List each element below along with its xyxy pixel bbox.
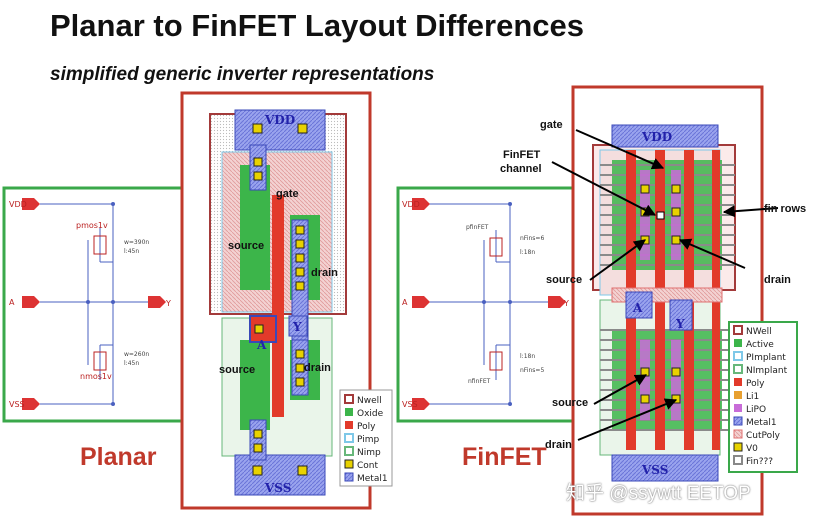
finfet-source-bottom-label: source: [552, 397, 588, 409]
planar-schematic: VDD A VSS Y pmos1v w=390n l:45n nmos1v w…: [2, 186, 196, 423]
page-subtitle: simplified generic inverter representati…: [50, 64, 435, 85]
finfet-legend-1: Active: [746, 340, 774, 350]
finfet-sch-pmos-fins: nFins=6: [520, 235, 544, 242]
page-title: Planar to FinFET Layout Differences: [50, 8, 584, 43]
finfet-legend-0: NWell: [746, 327, 772, 337]
finfet-big-label: FinFET: [462, 443, 547, 471]
finfet-sch-vss: VSS: [402, 400, 418, 409]
planar-layout-vss: VSS: [264, 481, 291, 495]
planar-legend-0: Nwell: [357, 396, 382, 406]
finfet-annotations: [551, 129, 779, 441]
finfet-legend-4: Poly: [746, 379, 765, 389]
planar-sch-vdd: VDD: [9, 200, 27, 209]
planar-sch-y: Y: [165, 299, 171, 308]
finfet-drain-top-label: drain: [764, 274, 791, 286]
finfet-layout-vdd: VDD: [641, 130, 672, 144]
finfet-legend-8: CutPoly: [746, 431, 781, 441]
finfet-sch-nmos-fins: nFins=5: [520, 367, 544, 374]
finfet-pin-a: A: [632, 301, 643, 315]
finfet-legend-9: V0: [746, 444, 758, 454]
planar-gate-label: gate: [276, 188, 299, 200]
planar-legend-1: Oxide: [357, 409, 384, 419]
planar-source-bottom-label: source: [219, 364, 255, 376]
planar-sch-vss: VSS: [9, 400, 25, 409]
planar-sch-nmos: nmos1v: [80, 372, 112, 381]
finfet-sch-pmos: pfinFET: [466, 224, 489, 231]
finfet-sch-y: Y: [563, 299, 569, 308]
finfet-sch-nmos: nfinFET: [468, 378, 491, 385]
finfet-legend: NWell Active PImplant NImplant Poly Li1 …: [728, 321, 798, 473]
planar-legend-2: Poly: [357, 422, 376, 432]
finfet-schematic: VDD A VSS Y pfinFET nFins=6 l:18n nfinFE…: [396, 186, 581, 423]
planar-pin-a: A: [256, 338, 267, 352]
finfet-channel-label-1: FinFET: [503, 149, 541, 161]
finfet-pin-y: Y: [675, 317, 685, 331]
finfet-sch-pmos-l: l:18n: [520, 249, 535, 256]
finfet-legend-5: Li1: [746, 392, 759, 402]
planar-drain-bottom-label: drain: [304, 362, 331, 374]
finfet-legend-6: LiPO: [746, 405, 766, 415]
planar-legend-3: Pimp: [357, 435, 379, 445]
finfet-legend-10: Fin???: [746, 457, 773, 467]
finfet-sch-nmos-l: l:18n: [520, 353, 535, 360]
planar-sch-pmos-l: l:45n: [124, 248, 139, 255]
finfet-legend-7: Metal1: [746, 418, 777, 428]
planar-legend-6: Metal1: [357, 474, 388, 484]
finfet-source-top-label: source: [546, 274, 582, 286]
watermark: 知乎 @ssywtt EETOP: [566, 483, 751, 504]
planar-sch-nmos-l: l:45n: [124, 360, 139, 367]
planar-source-top-label: source: [228, 240, 264, 252]
finfet-layout-vss: VSS: [641, 463, 668, 477]
planar-sch-pmos-w: w=390n: [124, 239, 149, 246]
planar-legend-4: Nimp: [357, 448, 381, 458]
finfet-gate-label: gate: [540, 119, 563, 131]
finfet-sch-vdd: VDD: [402, 200, 420, 209]
finfet-sch-a: A: [402, 298, 408, 307]
finfet-fin-rows-label: fin rows: [764, 203, 806, 215]
planar-sch-a: A: [9, 298, 15, 307]
planar-sch-nmos-w: w=260n: [124, 351, 149, 358]
planar-legend: Nwell Oxide Poly Pimp Nimp Cont Metal1: [339, 389, 393, 487]
planar-layout: A Y VDD VSS gate source drain source dra…: [180, 91, 372, 510]
finfet-legend-3: NImplant: [746, 366, 788, 376]
finfet-drain-bottom-label: drain: [545, 439, 572, 451]
planar-big-label: Planar: [80, 443, 157, 471]
planar-legend-5: Cont: [357, 461, 378, 471]
finfet-legend-2: PImplant: [746, 353, 786, 363]
planar-sch-pmos: pmos1v: [76, 221, 108, 230]
planar-layout-vdd: VDD: [264, 113, 295, 127]
finfet-channel-label-2: channel: [500, 163, 542, 175]
planar-pin-y: Y: [292, 320, 302, 334]
planar-drain-top-label: drain: [311, 267, 338, 279]
